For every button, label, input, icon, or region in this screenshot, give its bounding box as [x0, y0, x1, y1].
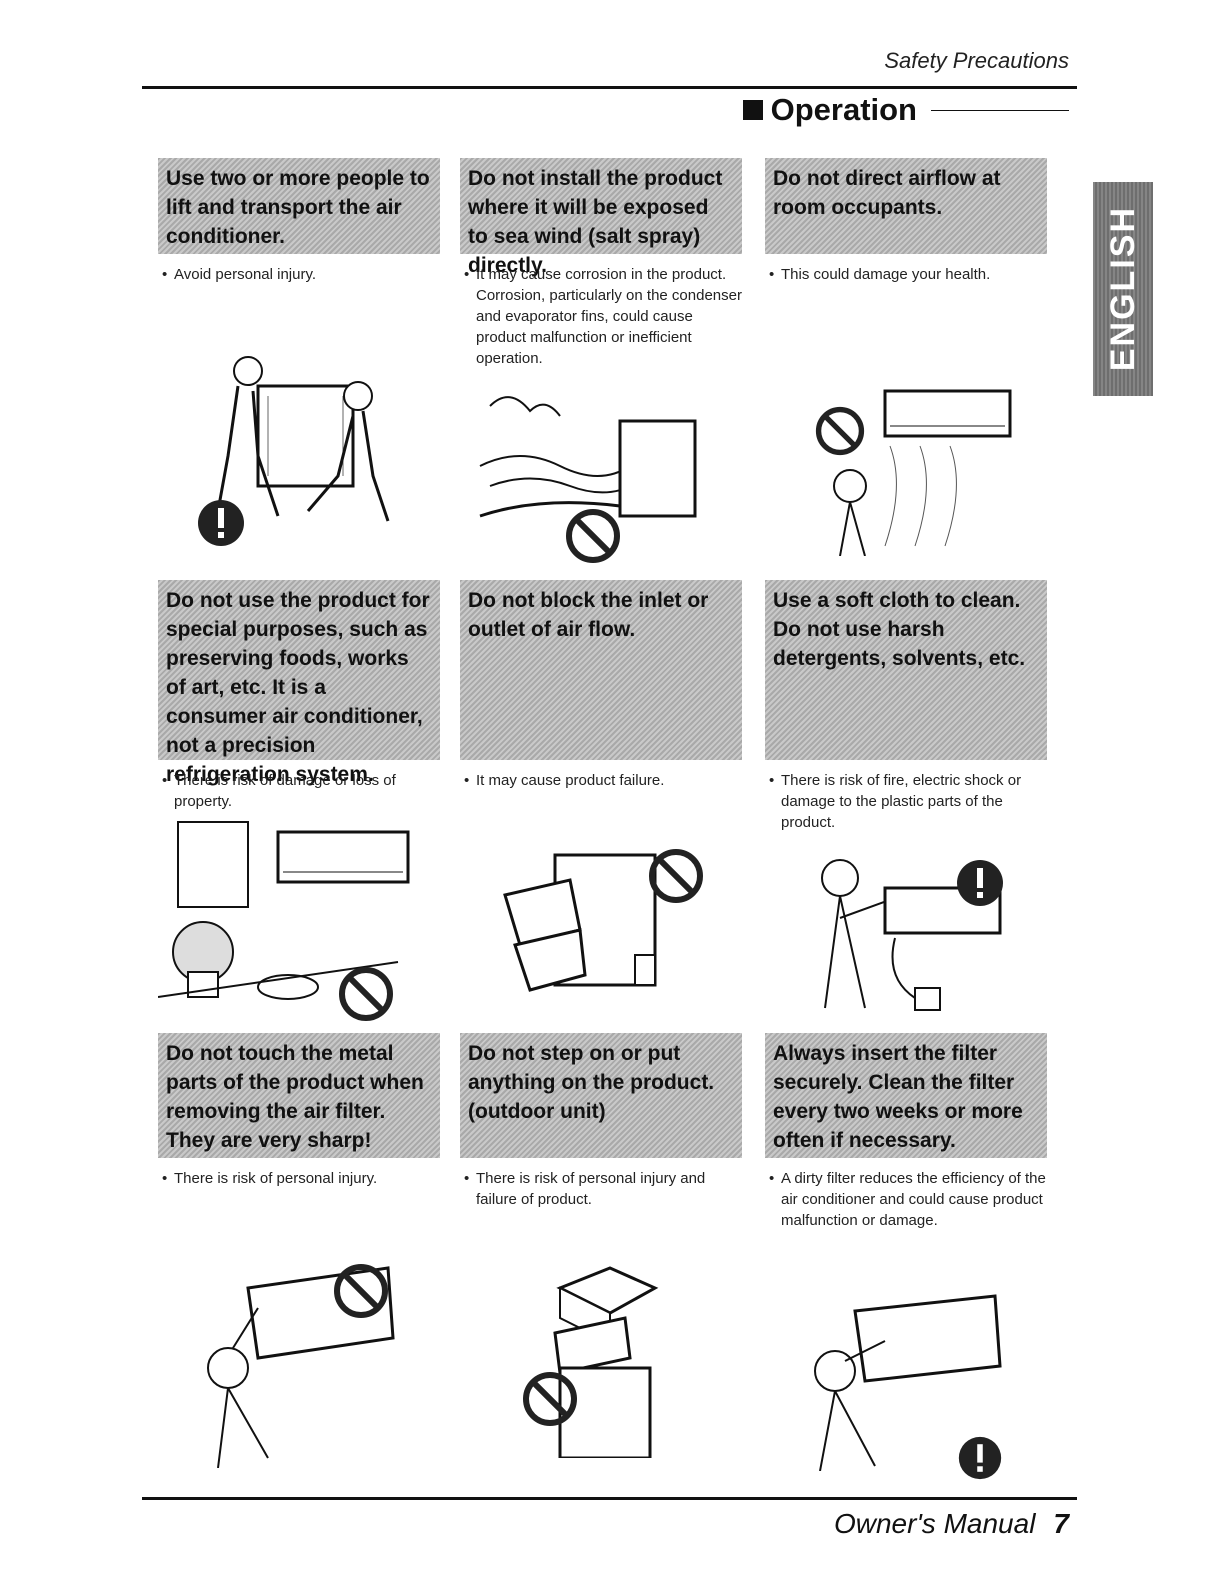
precaution-card: Do not block the inlet or outlet of air … — [460, 580, 742, 992]
filter-insert-illustration — [814, 1294, 1002, 1471]
prohibition-sign-icon — [339, 967, 393, 1021]
running-header: Safety Precautions — [884, 48, 1069, 73]
precaution-note: This could damage your health. — [769, 264, 1051, 285]
mandatory-sign-icon — [958, 1436, 1002, 1480]
precaution-card: Do not install the product where it will… — [460, 158, 742, 563]
airflow-occupant-illustration — [833, 389, 1012, 556]
prohibition-sign-icon — [649, 849, 703, 903]
language-tab: ENGLISH — [1093, 182, 1153, 396]
manual-name: Owner's Manual — [833, 1508, 1036, 1539]
precaution-heading: Do not direct airflow at room occupants. — [765, 158, 1047, 254]
language-label: ENGLISH — [1103, 206, 1142, 372]
precaution-note: It may cause product failure. — [464, 770, 746, 791]
precaution-note: Avoid personal injury. — [162, 264, 444, 285]
precaution-card: Always insert the filter securely. Clean… — [765, 1033, 1047, 1480]
precaution-card: Use two or more people to lift and trans… — [158, 158, 440, 546]
square-bullet-icon — [742, 100, 763, 120]
page-number: 7 — [1053, 1508, 1069, 1539]
precaution-note: A dirty filter reduces the efficiency of… — [769, 1168, 1051, 1231]
metal-parts-illustration — [207, 1266, 395, 1468]
precaution-note: There is risk of personal injury and fai… — [464, 1168, 746, 1210]
precaution-card: Do not use the product for special purpo… — [158, 580, 440, 1021]
footer-rule — [142, 1497, 1077, 1500]
precaution-card: Use a soft cloth to clean. Do not use ha… — [765, 580, 1047, 1011]
precaution-note: There is risk of fire, electric shock or… — [769, 770, 1051, 833]
outdoor-unit-load-illustration — [553, 1266, 659, 1458]
mandatory-sign-icon — [198, 500, 244, 546]
header-rule — [142, 86, 1077, 89]
precaution-note: There is risk of personal injury. — [162, 1168, 444, 1189]
precaution-heading: Do not touch the metal parts of the prod… — [158, 1033, 440, 1158]
prohibition-sign-icon — [566, 509, 620, 563]
precaution-card: Do not direct airflow at room occupants.… — [765, 158, 1047, 556]
prohibition-sign-icon — [334, 1264, 388, 1318]
prohibition-sign-icon — [523, 1372, 577, 1426]
prohibition-sign-icon — [815, 406, 865, 456]
special-purposes-illustration — [158, 821, 410, 1000]
page-footer: Owner's Manual 7 — [834, 1508, 1069, 1540]
precaution-heading: Do not install the product where it will… — [460, 158, 742, 277]
precaution-note: There is risk of damage or loss of prope… — [162, 770, 444, 812]
precaution-note: It may cause corrosion in the product. C… — [464, 264, 746, 369]
sea-wind-illustration — [479, 396, 697, 518]
precaution-heading: Use a soft cloth to clean. Do not use ha… — [765, 580, 1047, 760]
precaution-heading: Always insert the filter securely. Clean… — [765, 1033, 1047, 1158]
precaution-heading: Do not block the inlet or outlet of air … — [460, 580, 742, 760]
soft-cloth-illustration — [821, 859, 1002, 1011]
precaution-heading: Do not step on or put anything on the pr… — [460, 1033, 742, 1158]
precaution-heading: Do not use the product for special purpo… — [158, 580, 440, 786]
mandatory-sign-icon — [957, 860, 1003, 906]
section-rule — [931, 109, 1069, 111]
lifting-unit-illustration — [216, 356, 390, 522]
section-title: Operation — [770, 92, 917, 127]
precaution-heading: Use two or more people to lift and trans… — [158, 158, 440, 254]
precaution-card: Do not step on or put anything on the pr… — [460, 1033, 742, 1458]
precaution-card: Do not touch the metal parts of the prod… — [158, 1033, 440, 1468]
blocked-inlet-illustration — [503, 853, 657, 992]
section-heading: Operation — [742, 92, 1069, 128]
